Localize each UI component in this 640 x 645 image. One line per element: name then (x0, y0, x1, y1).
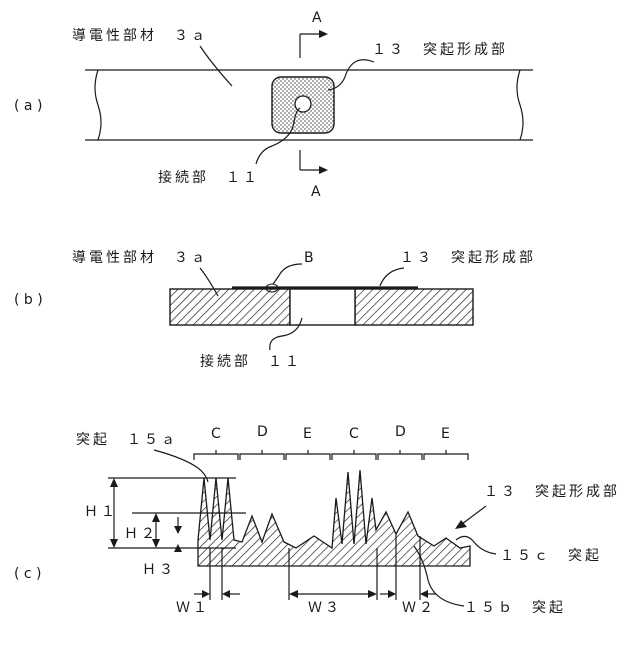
figure-a: ( a ) A A 導電性部材 ３ａ １３ 突起形成部 接続部 １１ (14, 10, 533, 200)
label-h3: Ｈ３ (142, 562, 176, 578)
w2-arrowhead-left (388, 590, 396, 598)
label-protrusion-region-a: １３ 突起形成部 (372, 42, 508, 58)
zone-bracket-c1 (194, 450, 238, 460)
label-connection-b: 接続部 １１ (200, 353, 302, 370)
connection-11-section (290, 289, 355, 325)
zone-label-e1: E (303, 426, 312, 442)
label-protrusion-15b: １５ｂ 突起 (464, 600, 566, 616)
leader-protrusion-region-b (380, 268, 404, 286)
label-protrusion-region-b: １３ 突起形成部 (400, 250, 536, 266)
label-h1: Ｈ１ (84, 504, 118, 520)
arrow-protrusion-region-c-line (462, 506, 486, 524)
zone-label-c1: C (211, 426, 221, 442)
section-label-bottom: A (311, 184, 321, 200)
leader-protrusion-region-a (328, 60, 374, 90)
label-detail-b: B (304, 250, 314, 266)
w3-arrowhead-right (368, 590, 377, 598)
label-protrusion-15a: 突起 １５ａ (76, 432, 178, 448)
zone-label-d2: D (395, 424, 406, 440)
zone-bracket-c2 (332, 450, 376, 460)
figure-b: ( b ) 導電性部材 ３ａ B １３ 突起形成部 接続部 １１ (14, 250, 536, 370)
label-conductive-member-b: 導電性部材 ３ａ (72, 250, 208, 266)
label-connection-a: 接続部 １１ (158, 169, 260, 186)
zone-bracket-d1 (240, 450, 284, 460)
zone-bracket-e1 (286, 450, 330, 460)
zone-bracket-e2 (424, 450, 468, 460)
figure-c: ( c ) C D E C D E Ｈ１ Ｈ２ Ｈ３ (14, 424, 620, 616)
label-w2: Ｗ２ (402, 600, 436, 616)
connection-point-11-a (295, 96, 311, 112)
section-arrowhead-top (319, 30, 328, 38)
label-h2: Ｈ２ (124, 526, 158, 542)
section-arrowhead-bottom (319, 166, 328, 174)
conductive-member-left-section (170, 289, 290, 325)
h2-arrow-top (152, 513, 160, 522)
leader-protrusion-15a (154, 450, 208, 482)
h3-arrow-upper (174, 526, 182, 534)
label-w1: Ｗ１ (176, 600, 210, 616)
zone-bracket-d2 (378, 450, 422, 460)
leader-conductive-member-a (200, 46, 232, 86)
panel-label-a: ( a ) (14, 98, 42, 114)
panel-label-c: ( c ) (14, 566, 42, 582)
strip-right-break (517, 70, 523, 140)
w1-arrowhead-right (222, 590, 230, 598)
leader-detail-b (273, 264, 302, 284)
label-protrusion-15c: １５ｃ 突起 (500, 548, 602, 564)
h1-arrow-bottom (110, 539, 118, 548)
label-w3: Ｗ３ (308, 600, 342, 616)
strip-left-break (95, 70, 101, 140)
w1-arrowhead-left (202, 590, 210, 598)
label-protrusion-region-c: １３ 突起形成部 (484, 484, 620, 500)
zone-label-e2: E (441, 426, 450, 442)
panel-label-b: ( b ) (14, 292, 43, 308)
label-conductive-member-a: 導電性部材 ３ａ (72, 28, 208, 44)
zone-label-d1: D (257, 424, 268, 440)
conductive-member-right-section (355, 289, 473, 325)
w3-arrowhead-left (289, 590, 298, 598)
section-label-top: A (312, 10, 322, 26)
w2-arrowhead-right (420, 590, 428, 598)
h1-arrow-top (110, 478, 118, 487)
zone-label-c2: C (349, 426, 359, 442)
protrusion-profile (198, 470, 470, 566)
